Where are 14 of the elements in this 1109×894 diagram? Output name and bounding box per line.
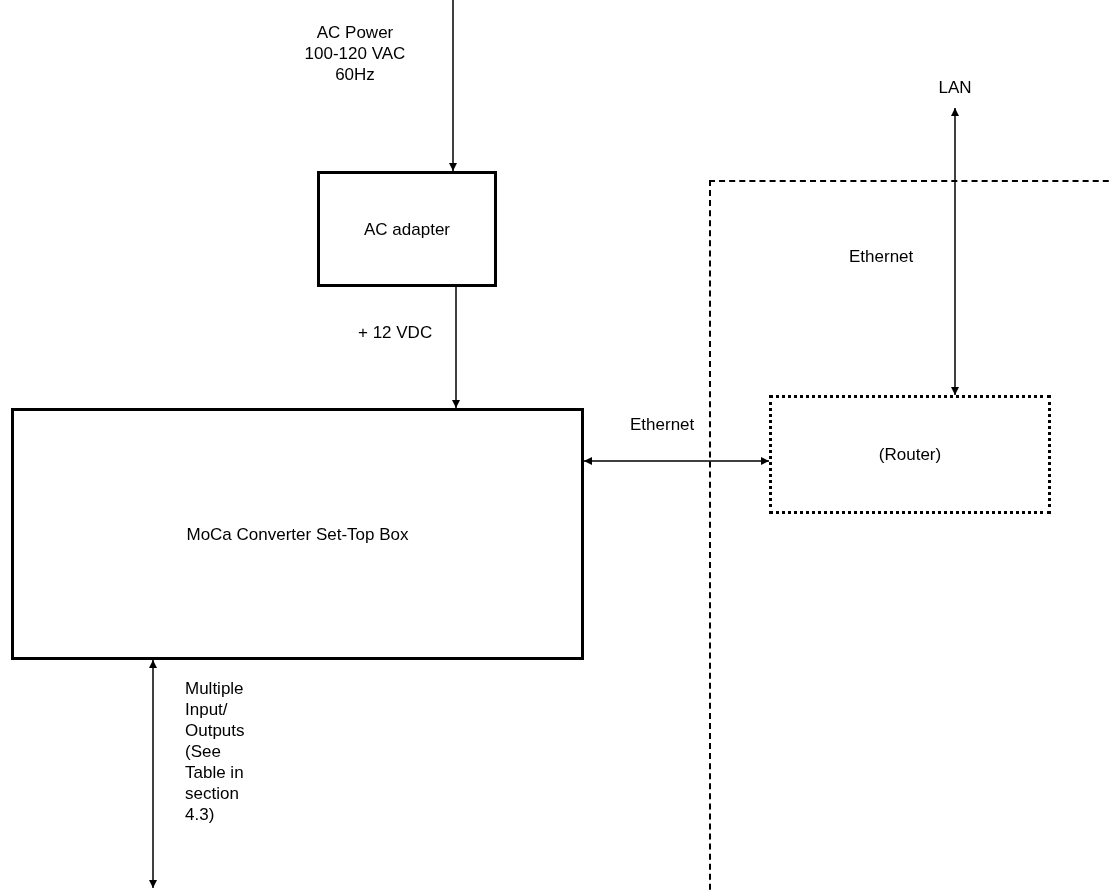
arrow: [583, 457, 770, 465]
edge-label: Ethernet: [849, 246, 915, 267]
process-box: MoCa Converter Set-Top Box: [11, 408, 584, 660]
edge-label: Ethernet: [630, 414, 696, 435]
node-label: LAN: [930, 66, 980, 108]
arrow: [149, 659, 157, 889]
edge-label: AC Power 100-120 VAC 60Hz: [303, 22, 407, 85]
edge-label: Multiple Input/ Outputs (See Table in section 4.3): [185, 678, 246, 825]
arrow: [951, 107, 959, 396]
arrow: [449, 0, 457, 172]
edge-label: + 12 VDC: [358, 322, 434, 343]
router-box: (Router): [769, 395, 1051, 514]
process-box: AC adapter: [317, 171, 497, 287]
arrow: [452, 286, 460, 409]
